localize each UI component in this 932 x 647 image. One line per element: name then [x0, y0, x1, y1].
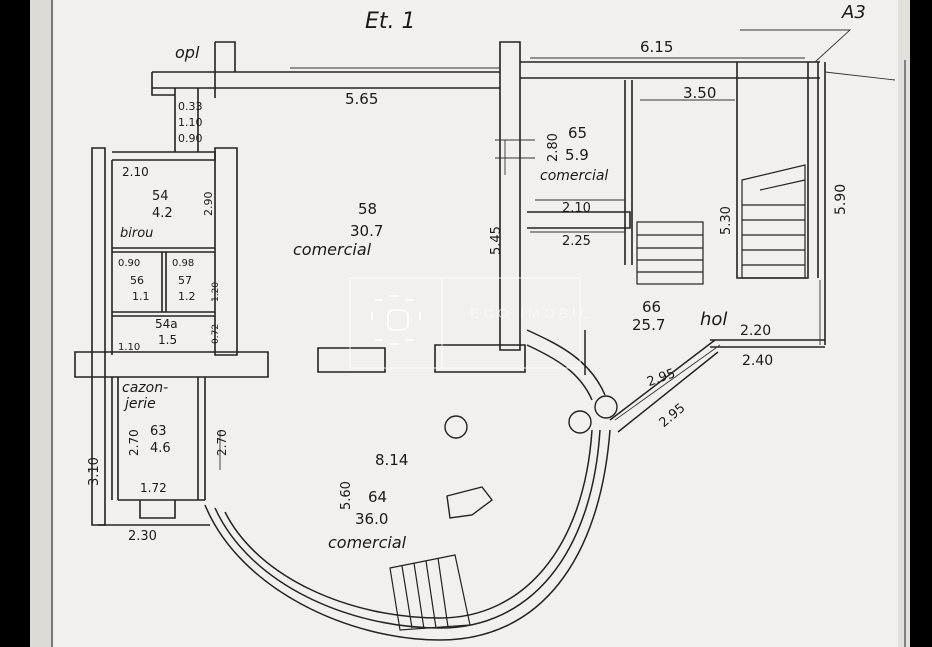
eco-logo-icon — [371, 295, 421, 345]
room-63-name-2: jerie — [123, 396, 156, 412]
paper-sheet — [30, 0, 910, 647]
corner-mark: A3 — [841, 2, 866, 23]
column-circle-1 — [444, 415, 468, 439]
dim-090a: 0.90 — [178, 132, 203, 145]
room-56-number: 56 — [130, 274, 144, 287]
dim-814: 8.14 — [375, 451, 408, 469]
watermark-text: ECO IMOBIL — [470, 305, 592, 321]
watermark: ECO IMOBIL — [349, 277, 592, 369]
room-54-number: 54 — [152, 189, 169, 204]
dim-210b: 2.10 — [562, 201, 591, 216]
plan-title: Et. 1 — [365, 9, 416, 34]
room-63-area: 4.6 — [150, 441, 171, 456]
room-57-area: 1.2 — [178, 290, 196, 303]
curved-facade — [204, 329, 719, 641]
dim-240: 2.40 — [742, 353, 773, 369]
dimension-lines — [219, 29, 896, 470]
counter-shape — [446, 486, 493, 519]
dim-560: 5.60 — [339, 481, 354, 510]
room-56-area: 1.1 — [132, 290, 150, 303]
dim-270a: 2.70 — [127, 429, 141, 456]
room-64-number: 64 — [368, 488, 387, 506]
room-58-number: 58 — [358, 200, 377, 218]
room-54-name: birou — [120, 226, 153, 241]
column-circle-3 — [594, 395, 618, 419]
dim-120: 1.20 — [211, 282, 221, 302]
dim-565: 5.65 — [345, 90, 378, 108]
room-54a-number: 54a — [155, 317, 178, 331]
dim-290: 2.90 — [202, 192, 215, 217]
column-circle-2 — [568, 410, 592, 434]
room-65-area: 5.9 — [565, 146, 589, 164]
dim-230: 2.30 — [128, 529, 157, 544]
dim-072: 0.72 — [211, 324, 221, 344]
room-65-name: comercial — [540, 168, 608, 184]
dim-220: 2.20 — [740, 323, 771, 339]
dim-270b: 2.70 — [215, 429, 229, 456]
dim-615: 6.15 — [640, 38, 673, 56]
dim-530: 5.30 — [719, 206, 734, 235]
dim-090b: 0.90 — [118, 258, 140, 269]
walls — [74, 41, 826, 526]
room-58-name: comercial — [293, 240, 372, 259]
room-64-name: comercial — [328, 533, 407, 552]
dim-350: 3.50 — [683, 84, 716, 102]
dim-210a: 2.10 — [122, 165, 149, 179]
room-66-number: 66 — [642, 298, 661, 316]
dim-545: 5.45 — [489, 226, 504, 255]
paper-shadow-right — [898, 0, 910, 647]
room-58-area: 30.7 — [350, 222, 383, 240]
dim-172: 1.72 — [140, 481, 167, 495]
room-54a-area: 1.5 — [158, 333, 177, 347]
room-54-area: 4.2 — [152, 206, 173, 221]
dim-590: 5.90 — [833, 184, 849, 215]
stairs-small — [636, 221, 704, 285]
room-57-number: 57 — [178, 274, 192, 287]
stairs-right — [741, 164, 806, 279]
opl-label: opl — [175, 43, 200, 62]
room-63-name-1: cazon- — [122, 380, 168, 396]
dim-110b: 1.10 — [118, 342, 140, 353]
room-65-number: 65 — [568, 124, 587, 142]
dim-310: 3.10 — [87, 457, 102, 486]
room-63-number: 63 — [150, 424, 167, 439]
dim-280: 2.80 — [546, 133, 561, 162]
room-66-area: 25.7 — [632, 316, 665, 334]
room-64-area: 36.0 — [355, 510, 388, 528]
paper-shadow-left — [30, 0, 52, 647]
dim-033: 0.33 — [178, 100, 203, 113]
room-66-name: hol — [700, 309, 727, 330]
dim-110a: 1.10 — [178, 116, 203, 129]
dim-225: 2.25 — [562, 234, 591, 249]
dim-098: 0.98 — [172, 258, 194, 269]
